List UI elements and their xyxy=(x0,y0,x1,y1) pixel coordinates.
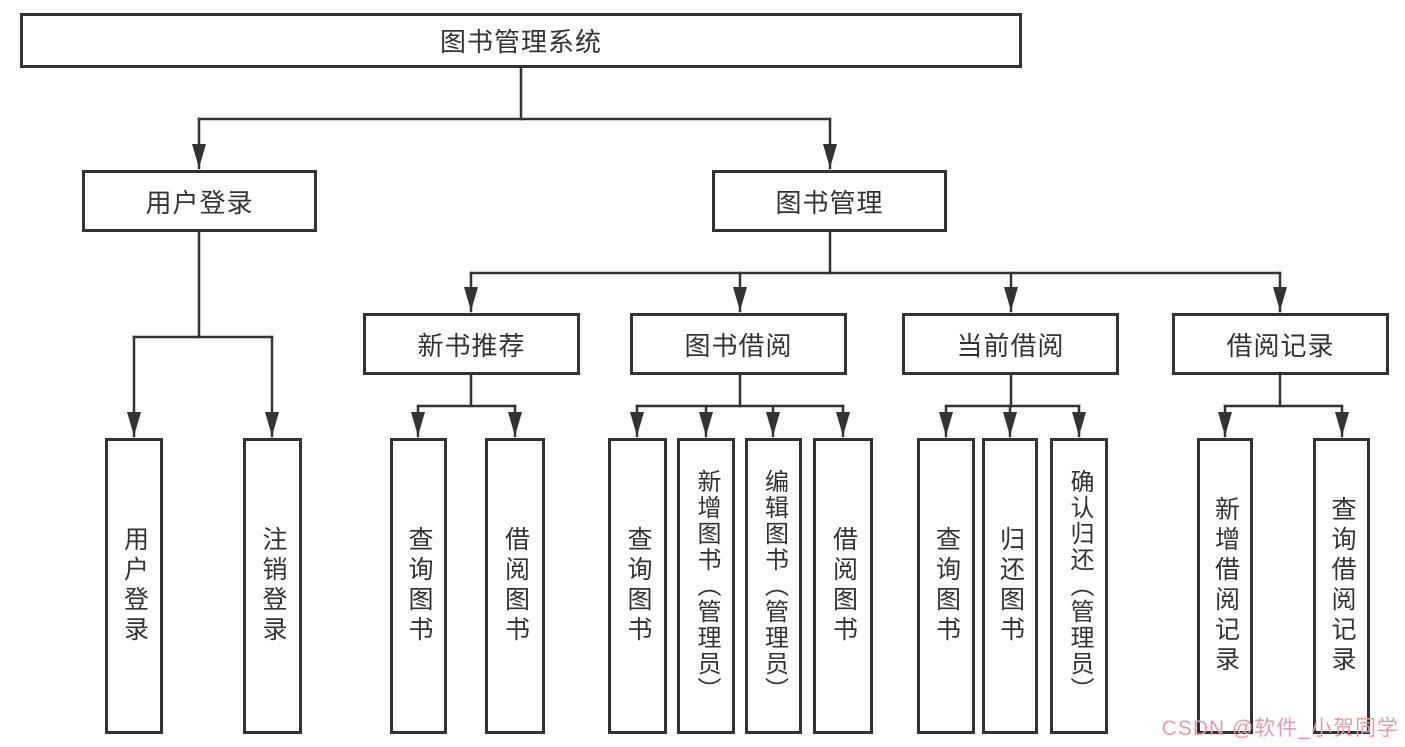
leaf-cb-return-books-label: 归还图书 xyxy=(996,526,1025,646)
leaf-logout: 注销登录 xyxy=(243,438,302,734)
leaf-cb-query-books-label: 查询图书 xyxy=(932,526,961,646)
leaf-nbr-borrow-books-label: 借阅图书 xyxy=(501,526,530,646)
leaf-cb-return-books: 归还图书 xyxy=(982,438,1038,734)
leaf-nbr-query-books-label: 查询图书 xyxy=(405,526,433,646)
node-root-label: 图书管理系统 xyxy=(439,27,602,57)
leaf-bb-add-books-admin-label: 新增图书（管理员） xyxy=(693,469,720,703)
leaf-cb-query-books: 查询图书 xyxy=(917,438,975,734)
node-book-borrow-label: 图书借阅 xyxy=(684,330,793,361)
leaf-bb-borrow-books-label: 借阅图书 xyxy=(829,526,858,646)
node-current-borrow: 当前借阅 xyxy=(902,313,1119,375)
leaf-bb-borrow-books: 借阅图书 xyxy=(813,438,873,734)
leaf-logout-label: 注销登录 xyxy=(259,526,287,646)
leaf-cb-confirm-return-admin: 确认归还（管理员） xyxy=(1050,438,1108,734)
leaf-bb-query-books-label: 查询图书 xyxy=(624,526,652,646)
node-book-management: 图书管理 xyxy=(712,170,947,232)
leaf-user-login: 用户登录 xyxy=(105,438,163,734)
leaf-user-login-label: 用户登录 xyxy=(120,526,149,646)
leaf-nbr-borrow-books: 借阅图书 xyxy=(485,438,545,734)
leaf-cb-confirm-return-admin-label: 确认归还（管理员） xyxy=(1066,469,1093,703)
csdn-watermark: CSDN @软件_小贺同学 xyxy=(1161,717,1399,740)
leaf-bb-edit-books-admin-label: 编辑图书（管理员） xyxy=(760,469,788,703)
leaf-bb-query-books: 查询图书 xyxy=(608,438,667,734)
node-current-borrow-label: 当前借阅 xyxy=(956,330,1065,361)
leaf-nbr-query-books: 查询图书 xyxy=(390,438,447,734)
leaf-bb-add-books-admin: 新增图书（管理员） xyxy=(677,438,735,734)
leaf-br-query-record-label: 查询借阅记录 xyxy=(1328,496,1356,676)
node-new-book-recommend-label: 新书推荐 xyxy=(417,330,526,361)
node-borrow-records: 借阅记录 xyxy=(1172,313,1389,375)
leaf-br-query-record: 查询借阅记录 xyxy=(1313,438,1370,734)
leaf-bb-edit-books-admin: 编辑图书（管理员） xyxy=(745,438,802,734)
leaf-br-add-record-label: 新增借阅记录 xyxy=(1211,496,1240,676)
node-borrow-records-label: 借阅记录 xyxy=(1226,330,1335,361)
leaf-br-add-record: 新增借阅记录 xyxy=(1197,438,1253,734)
node-root: 图书管理系统 xyxy=(20,13,1022,68)
node-book-management-label: 图书管理 xyxy=(775,187,884,218)
node-user-login-label: 用户登录 xyxy=(145,187,254,218)
node-new-book-recommend: 新书推荐 xyxy=(363,313,580,375)
node-book-borrow: 图书借阅 xyxy=(630,313,847,375)
node-user-login: 用户登录 xyxy=(82,170,317,232)
